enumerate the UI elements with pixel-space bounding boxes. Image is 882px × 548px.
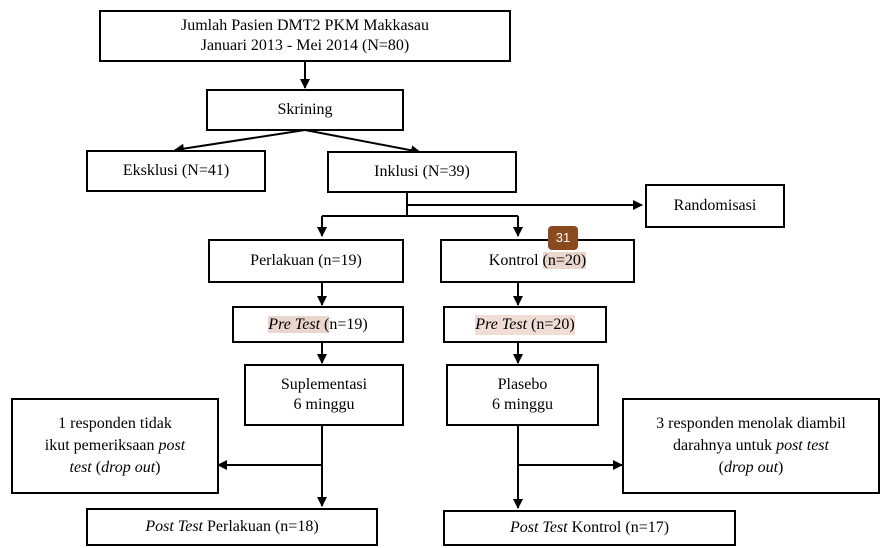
placebo-line-1: Plasebo xyxy=(497,376,548,393)
exclusion-box: Eksklusi (N=41) xyxy=(86,150,266,192)
dropout-left-line-3: test (drop out) xyxy=(69,459,161,476)
arrow-screening-exclusion xyxy=(174,129,306,154)
source-line-1: Jumlah Pasien DMT2 PKM Makkasau xyxy=(181,17,429,34)
placebo-line-2: 6 minggu xyxy=(492,396,553,413)
treatment-group-box: Perlakuan (n=19) xyxy=(208,239,404,283)
dropout-right-line-2: darahnya untuk post test xyxy=(673,437,829,454)
arrow-screening-inclusion xyxy=(304,129,421,156)
posttest-treatment-box: Post Test Perlakuan (n=18) xyxy=(86,508,378,546)
posttest-control-box: Post Test Kontrol (n=17) xyxy=(443,510,736,546)
posttest-control-label: Post Test Kontrol (n=17) xyxy=(509,519,670,536)
screening-box: Skrining xyxy=(206,89,404,131)
control-label: Kontrol (n=20) xyxy=(488,252,587,269)
exclusion-label: Eksklusi (N=41) xyxy=(122,162,230,179)
inclusion-box: Inklusi (N=39) xyxy=(327,151,517,193)
supplementation-line-1: Suplementasi xyxy=(280,376,368,393)
screening-label: Skrining xyxy=(277,101,333,118)
placebo-box: Plasebo 6 minggu xyxy=(446,364,599,426)
control-n-highlight: (n=20) xyxy=(542,252,587,269)
pretest-control-box: Pre Test (n=20) xyxy=(443,306,607,343)
inclusion-label: Inklusi (N=39) xyxy=(374,163,470,180)
dropout-right-line-3: (drop out) xyxy=(718,459,784,476)
dropout-right-box: 3 responden menolak diambil darahnya unt… xyxy=(622,398,880,494)
randomization-box: Randomisasi xyxy=(645,184,785,228)
treatment-label: Perlakuan (n=19) xyxy=(250,252,362,269)
dropout-right-line-1: 3 responden menolak diambil xyxy=(656,415,846,432)
source-population-box: Jumlah Pasien DMT2 PKM Makkasau Januari … xyxy=(99,10,511,62)
source-line-2: Januari 2013 - Mei 2014 (N=80) xyxy=(200,37,410,54)
dropout-left-line-1: 1 responden tidak xyxy=(58,415,172,432)
dropout-left-line-2: ikut pemeriksaan post xyxy=(44,437,186,454)
supplementation-box: Suplementasi 6 minggu xyxy=(244,364,404,426)
control-group-box: Kontrol (n=20) xyxy=(440,239,635,283)
annotation-badge: 31 xyxy=(548,226,578,250)
pretest-control-label: Pre Test (n=20) xyxy=(475,314,575,335)
supplementation-line-2: 6 minggu xyxy=(293,396,355,413)
pretest-treatment-box: Pre Test (n=19) xyxy=(232,306,404,343)
randomization-label: Randomisasi xyxy=(673,197,757,214)
pretest-treatment-label: Pre Test (n=19) xyxy=(268,315,368,333)
posttest-treatment-label: Post Test Perlakuan (n=18) xyxy=(145,518,319,535)
dropout-left-box: 1 responden tidak ikut pemeriksaan post … xyxy=(11,398,219,494)
